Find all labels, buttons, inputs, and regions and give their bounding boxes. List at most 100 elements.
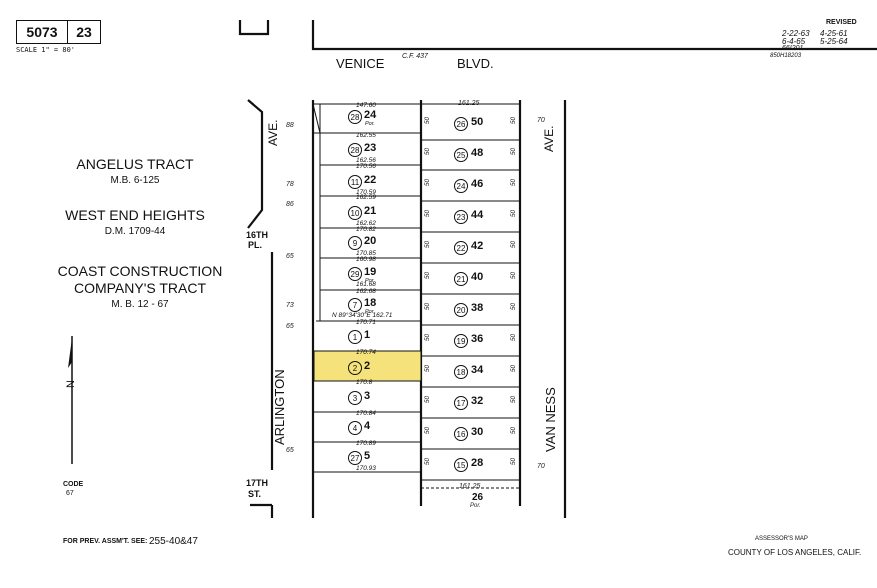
lot-width-dim: 50 — [510, 426, 518, 435]
footer-subtitle: COUNTY OF LOS ANGELES, CALIF. — [728, 548, 862, 557]
prev-assmt-value: 255-40&47 — [149, 536, 198, 547]
parcel-number-circle: 15 — [454, 458, 468, 472]
lot-dim-top: 170.8 — [356, 379, 373, 386]
tract-name: WEST END HEIGHTS — [65, 207, 205, 223]
parcel-number-circle: 3 — [348, 391, 362, 405]
street-van-ness-ave: AVE. — [542, 125, 556, 152]
parcel-number-circle: 17 — [454, 396, 468, 410]
lot-width-dim: 50 — [510, 333, 518, 342]
depth-dim: 78 — [286, 181, 294, 188]
lot-number: 21 — [364, 205, 377, 217]
lot-width-dim: 50 — [510, 240, 518, 249]
street-venice: VENICE — [336, 56, 385, 71]
parcel-number-circle: 27 — [348, 451, 362, 465]
lot-number: 2 — [364, 360, 371, 372]
lot-number: 4 — [364, 420, 371, 432]
lot-dim-bottom: 162.56 — [356, 157, 376, 164]
lot-number: 24 — [364, 109, 377, 121]
van-ness-dim-top: 70 — [537, 117, 545, 124]
parcel-number-circle: 18 — [454, 365, 468, 379]
lot-dim-bottom: 161.68 — [356, 281, 376, 288]
lot-width-dim: 50 — [424, 426, 432, 435]
lot-dim-top: 162.55 — [356, 132, 376, 139]
lot-width-dim: 50 — [510, 147, 518, 156]
parcel-number-circle: 28 — [348, 110, 362, 124]
depth-dim: 65 — [286, 323, 294, 330]
lot-dim-bottom: N 89°34'30"E 162.71 — [332, 312, 393, 319]
lot-sub: Por. — [365, 121, 375, 127]
parcel-number-circle: 29 — [348, 267, 362, 281]
parcel-number-circle: 1 — [348, 330, 362, 344]
lot-width-dim: 50 — [510, 457, 518, 466]
parcel-number-circle: 25 — [454, 148, 468, 162]
lot-number: 40 — [471, 271, 484, 283]
revised-entry: 850H18203 — [770, 53, 802, 59]
lot-width-dim: 50 — [424, 364, 432, 373]
lot-number: 36 — [471, 333, 484, 345]
lot-width-dim: 50 — [510, 364, 518, 373]
lot-width-dim: 50 — [510, 178, 518, 187]
lot-width-dim: 50 — [424, 178, 432, 187]
lot-dim-top: 170.89 — [356, 440, 376, 447]
lot-width-dim: 50 — [424, 116, 432, 125]
lot-width-dim: 50 — [510, 302, 518, 311]
lot-number: 22 — [364, 174, 377, 186]
street-cf: C.F. 437 — [402, 53, 428, 60]
revised-entry: 6-4-65 — [782, 37, 806, 46]
lot-dim-top: 162.59 — [356, 194, 376, 201]
code-value: 67 — [66, 490, 74, 497]
lot-number: 20 — [364, 235, 377, 247]
lot-dim-top: 170.71 — [356, 319, 376, 326]
footer-title: ASSESSOR'S MAP — [755, 536, 808, 542]
lot-number: 50 — [471, 116, 484, 128]
lot-dim-top: 160.98 — [356, 256, 376, 263]
lot-width-dim: 50 — [424, 333, 432, 342]
lot-dim-top: 170.82 — [356, 226, 376, 233]
lot-width-dim: 50 — [424, 209, 432, 218]
parcel-number-circle: 21 — [454, 272, 468, 286]
revised-title: REVISED — [826, 19, 857, 26]
lot-number: 32 — [471, 395, 484, 407]
lot-number: 30 — [471, 426, 484, 438]
lot-dim-top: 147.60 — [356, 102, 376, 109]
lot-sub: Por. — [365, 309, 375, 315]
code-label: CODE — [63, 481, 84, 488]
parcel-number-circle: 11 — [348, 175, 362, 189]
depth-dim: 65 — [286, 447, 294, 454]
parcel-number-circle: 16 — [454, 427, 468, 441]
parcel-number-circle: 28 — [348, 143, 362, 157]
bottom-lot-sub: Por. — [470, 503, 481, 509]
tract-name-line2: COMPANY'S TRACT — [73, 280, 207, 296]
tract-ref: D.M. 1709-44 — [104, 226, 166, 237]
highlighted-parcel — [313, 350, 422, 382]
parcel-number-circle: 23 — [454, 210, 468, 224]
page-number: 23 — [67, 20, 101, 44]
lot-width-dim: 50 — [510, 395, 518, 404]
lot-width-dim: 50 — [424, 271, 432, 280]
tract-ref: M.B. 6-125 — [110, 175, 160, 186]
lot-number: 34 — [471, 364, 484, 376]
parcel-number-circle: 22 — [454, 241, 468, 255]
parcel-number-circle: 4 — [348, 421, 362, 435]
tract-ref: M. B. 12 - 67 — [111, 299, 169, 310]
lot-number: 48 — [471, 147, 484, 159]
street-16th-pl: PL. — [248, 240, 263, 250]
parcel-number-circle: 19 — [454, 334, 468, 348]
parcel-number-circle: 26 — [454, 117, 468, 131]
street-van-ness: VAN NESS — [543, 387, 558, 452]
lot-sub: Por. — [365, 278, 375, 284]
lot-dim-top: 170.56 — [356, 163, 376, 170]
revised-entry: 5-25-64 — [820, 37, 848, 46]
depth-dim: 65 — [286, 253, 294, 260]
lot-width-dim: 50 — [424, 147, 432, 156]
street-17th: 17TH — [246, 478, 269, 488]
lot-number: 18 — [364, 297, 377, 309]
van-ness-dim-bottom: 70 — [537, 463, 545, 470]
venice-blvd-edge — [311, 20, 877, 51]
bottom-lot-number: 26 — [472, 492, 484, 503]
revised-entry: 2-22-63 — [782, 29, 810, 38]
lot-width-dim: 50 — [424, 302, 432, 311]
lot-dim-bottom: 170.59 — [356, 189, 376, 196]
lot-number: 1 — [364, 329, 371, 341]
